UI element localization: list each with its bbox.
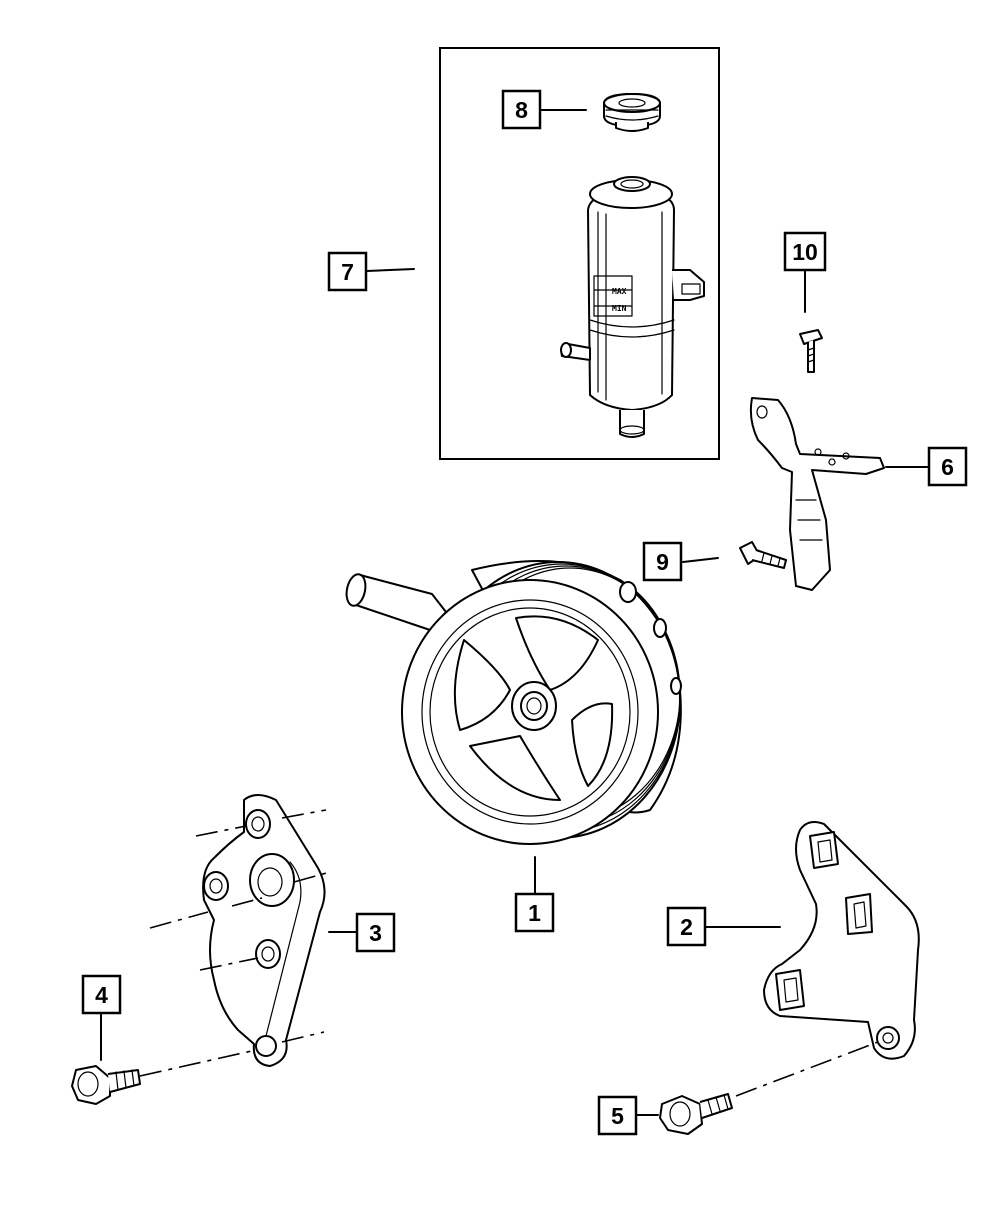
- callout-label: 10: [792, 239, 818, 265]
- pump-bracket[interactable]: [749, 397, 885, 591]
- alignment-lines: [139, 809, 879, 1097]
- callout-label: 3: [369, 920, 382, 946]
- callout-4[interactable]: 4: [81, 974, 122, 1015]
- bolt-4[interactable]: [71, 1065, 141, 1105]
- mounting-bracket-left[interactable]: [202, 794, 326, 1067]
- callout-7[interactable]: 7: [327, 251, 368, 292]
- reservoir-cap[interactable]: [603, 93, 661, 132]
- reservoir-body[interactable]: MAX MIN: [560, 176, 705, 438]
- mounting-bracket-right[interactable]: [763, 821, 920, 1060]
- callout-label: 7: [341, 259, 354, 285]
- bolt-5[interactable]: [659, 1093, 733, 1135]
- callout-1[interactable]: 1: [514, 892, 555, 933]
- min-label: MIN: [612, 304, 627, 313]
- power-steering-pump[interactable]: [344, 560, 682, 845]
- bolt-9[interactable]: [739, 541, 787, 569]
- callout-8[interactable]: 8: [501, 89, 542, 130]
- callout-3[interactable]: 3: [355, 912, 396, 953]
- callout-label: 5: [611, 1103, 624, 1129]
- callout-9[interactable]: 9: [642, 541, 683, 582]
- callout-6[interactable]: 6: [927, 446, 968, 487]
- callout-label: 2: [680, 914, 693, 940]
- callout-10[interactable]: 10: [783, 231, 827, 272]
- callout-label: 9: [656, 549, 669, 575]
- callout-label: 8: [515, 97, 528, 123]
- max-label: MAX: [612, 287, 627, 296]
- bolt-10[interactable]: [799, 329, 823, 373]
- callout-label: 1: [528, 900, 541, 926]
- reservoir-group-box: [439, 47, 720, 460]
- callout-2[interactable]: 2: [666, 906, 707, 947]
- leader-lines: [100, 109, 929, 1116]
- callout-label: 4: [95, 982, 108, 1008]
- callout-5[interactable]: 5: [597, 1095, 638, 1136]
- callout-label: 6: [941, 454, 954, 480]
